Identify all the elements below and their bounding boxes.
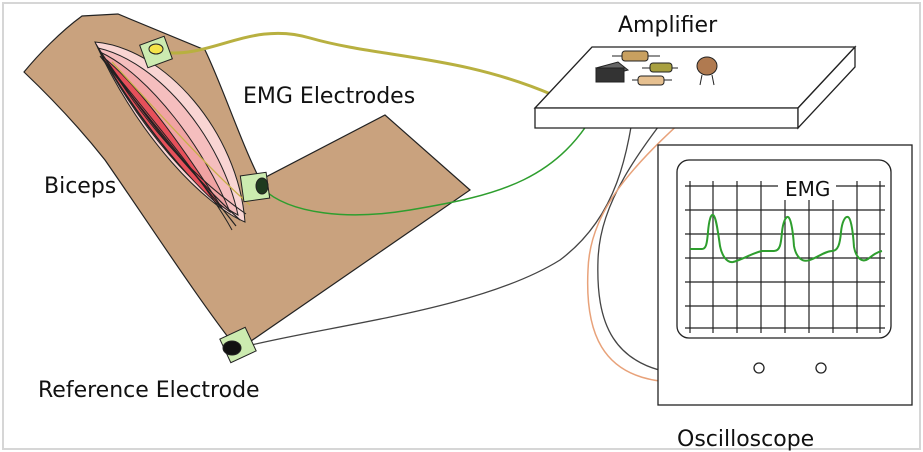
emg-electrode-top bbox=[139, 35, 173, 69]
chip-icon bbox=[595, 67, 625, 83]
amplifier-label: Amplifier bbox=[618, 13, 718, 38]
screen-trace-label: EMG bbox=[785, 177, 830, 201]
wire-emg-electrode-mid bbox=[261, 102, 601, 216]
potentiometer-icon bbox=[696, 56, 718, 76]
biceps-label: Biceps bbox=[44, 174, 116, 199]
scope-input-terminal-1 bbox=[753, 362, 765, 374]
resistor-icon bbox=[621, 50, 649, 62]
reference-electrode-label: Reference Electrode bbox=[38, 378, 260, 403]
wire-emg-electrode-top bbox=[159, 31, 554, 97]
scope-input-terminal-2 bbox=[815, 362, 827, 374]
emg-electrodes-label: EMG Electrodes bbox=[243, 84, 415, 109]
reference-electrode bbox=[219, 326, 257, 364]
oscilloscope bbox=[657, 144, 913, 406]
oscilloscope-screen bbox=[676, 159, 892, 339]
emg-trace bbox=[690, 213, 883, 264]
wire-reference-electrode bbox=[242, 87, 638, 348]
emg-electrode-mid bbox=[239, 171, 271, 203]
biceps-muscle bbox=[94, 41, 251, 231]
resistor-bottom-icon bbox=[637, 75, 665, 86]
screen-label-backing bbox=[778, 176, 836, 200]
oscilloscope-label: Oscilloscope bbox=[677, 427, 814, 452]
capacitor-icon bbox=[649, 62, 673, 73]
amplifier-board bbox=[533, 45, 857, 130]
